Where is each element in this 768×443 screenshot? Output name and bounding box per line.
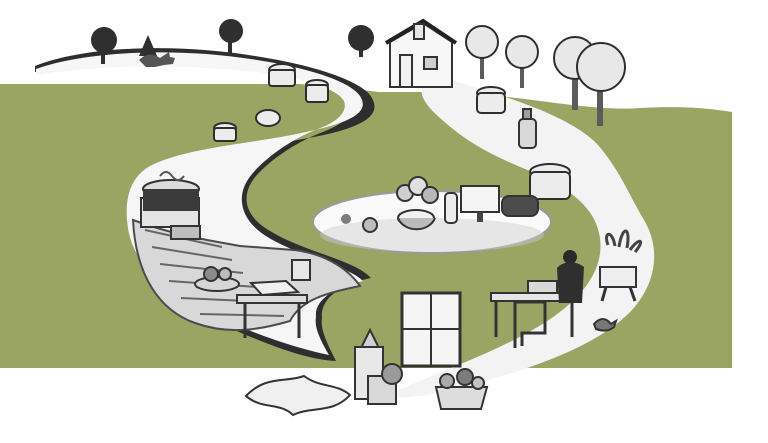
cooking-objects [213, 63, 571, 200]
top-left-trees [91, 19, 374, 64]
middle-platform-objects [341, 176, 539, 233]
reading-table [236, 259, 311, 338]
spray-bottle [518, 108, 537, 149]
cabinet-window [400, 291, 462, 368]
workspace-desk [490, 250, 584, 348]
right-path [384, 75, 655, 398]
top-right-trees [465, 25, 626, 126]
bread-basket [194, 266, 240, 292]
small-house [384, 18, 458, 88]
stove-with-pot [140, 171, 201, 240]
chair-and-plants [599, 229, 643, 302]
folded-fabric [244, 374, 352, 417]
dog-icon [139, 52, 175, 67]
foreground-blocks [354, 327, 403, 405]
bird-icon [592, 318, 618, 332]
basket [434, 368, 489, 410]
